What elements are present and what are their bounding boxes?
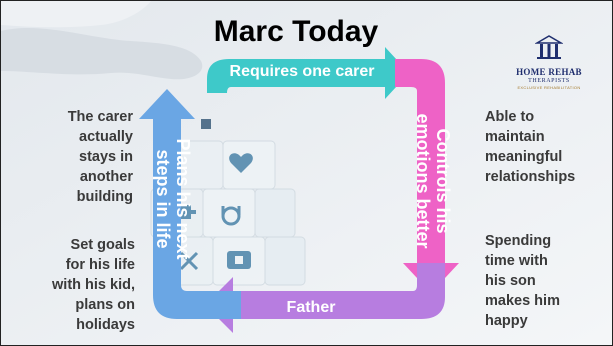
note-left-bottom: Set goals for his life with his kid, pla… (21, 235, 135, 335)
note-right-top: Able to maintain meaningful relationship… (485, 107, 610, 187)
note-line: stays in (79, 149, 133, 165)
arrow-label-left-line: Plans his next (173, 138, 193, 260)
arrow-left (139, 89, 241, 319)
arrow-label-right: Controls his emotions better (413, 61, 453, 301)
arrow-top (207, 47, 409, 99)
note-line: his son (485, 273, 536, 289)
note-line: relationships (485, 169, 576, 185)
note-right-bottom: Spending time with his son makes him hap… (485, 231, 610, 331)
pillars-icon (534, 35, 564, 59)
logo-line2: THERAPISTS (528, 78, 570, 84)
note-line: with his kid, (52, 277, 135, 293)
arrow-right (395, 59, 459, 293)
note-line: another (79, 169, 133, 185)
note-line: happy (485, 313, 528, 329)
note-line: The carer (67, 109, 133, 125)
note-line: for his life (65, 257, 135, 273)
note-left-top: The carer actually stays in another buil… (21, 107, 133, 207)
logo-line3: EXCLUSIVE REHABILITATION (517, 85, 581, 90)
arrow-bottom (205, 263, 445, 333)
arrow-label-right-line: Controls his (433, 128, 453, 234)
note-line: maintain (485, 129, 545, 145)
arrow-label-right-line: emotions better (413, 113, 433, 249)
note-line: meaningful (485, 149, 563, 165)
note-line: Able to (485, 109, 535, 125)
note-line: building (76, 189, 133, 205)
note-line: holidays (76, 317, 135, 333)
logo-line1: HOME REHAB (516, 67, 582, 77)
arrow-label-left-line: steps in life (153, 149, 173, 249)
company-logo: HOME REHAB THERAPISTS EXCLUSIVE REHABILI… (509, 35, 589, 90)
note-line: plans on (75, 297, 135, 313)
slide-title: Marc Today (213, 15, 379, 48)
note-line: Set goals (70, 237, 135, 253)
arrow-label-bottom: Father (286, 299, 336, 316)
arrow-label-left: Plans his next steps in life (153, 79, 193, 319)
note-line: makes him (485, 293, 560, 309)
note-line: Spending (485, 233, 552, 249)
arrow-label-top: Requires one carer (229, 63, 375, 80)
note-line: actually (79, 129, 133, 145)
note-line: time with (485, 253, 548, 269)
